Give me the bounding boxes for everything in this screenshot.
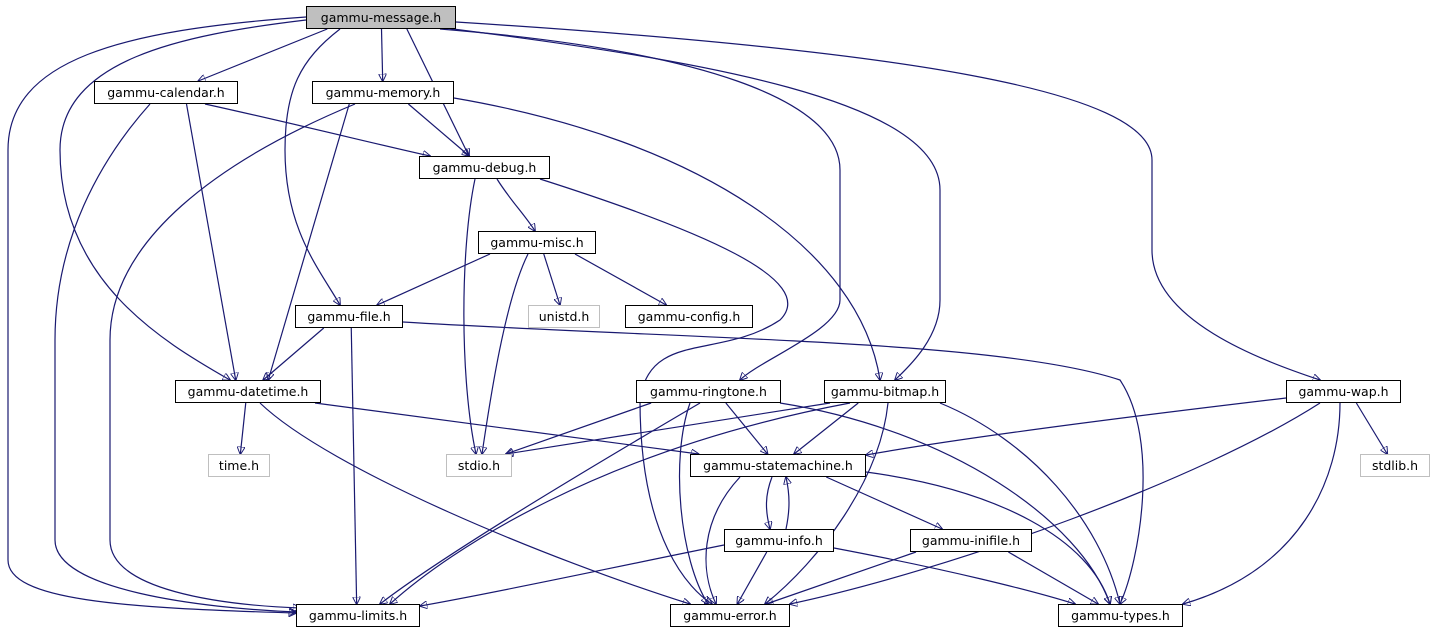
edge-memory-to-datetime (268, 103, 350, 380)
edge-misc-to-file (377, 253, 491, 305)
node-stdlib-h: stdlib.h (1360, 454, 1430, 477)
edge-bitmap-to-stdio (506, 402, 831, 454)
edge-bitmap-to-error (765, 402, 889, 604)
edge-calendar-to-limits (54, 103, 296, 612)
node-gammu-inifile-h[interactable]: gammu-inifile.h (910, 529, 1032, 552)
edge-wap-to-statemachine (866, 397, 1287, 455)
edge-message-to-wap (455, 21, 1320, 380)
edge-misc-to-config (574, 253, 666, 305)
edge-inifile-to-error (766, 551, 917, 604)
edge-statemachine-to-inifile (826, 476, 942, 529)
node-gammu-wap-h[interactable]: gammu-wap.h (1286, 380, 1401, 403)
edge-memory-to-debug (407, 103, 469, 156)
edge-info-to-error (737, 551, 768, 604)
node-unistd-h: unistd.h (528, 305, 600, 328)
edge-bitmap-to-types (939, 402, 1120, 604)
node-gammu-debug-h[interactable]: gammu-debug.h (419, 156, 550, 179)
edge-info-to-limits (420, 544, 725, 606)
edge-bitmap-to-statemachine (794, 402, 859, 454)
node-gammu-error-h[interactable]: gammu-error.h (670, 604, 790, 627)
edge-message-to-datetime (59, 19, 307, 380)
edge-datetime-to-statemachine (314, 402, 699, 454)
edge-wap-to-types (1183, 402, 1341, 604)
edge-ringtone-to-limits (380, 402, 701, 604)
edge-wap-to-error (790, 402, 1321, 604)
edge-file-to-datetime (263, 327, 325, 380)
node-gammu-memory-h[interactable]: gammu-memory.h (312, 81, 454, 104)
edge-message-to-ringtone (439, 28, 841, 380)
node-gammu-types-h[interactable]: gammu-types.h (1058, 604, 1183, 627)
edge-memory-to-bitmap (453, 97, 880, 380)
edge-message-to-memory (382, 28, 383, 81)
node-gammu-misc-h[interactable]: gammu-misc.h (478, 231, 596, 254)
edge-message-to-calendar (198, 28, 328, 81)
node-gammu-statemachine-h[interactable]: gammu-statemachine.h (690, 454, 866, 477)
node-gammu-bitmap-h[interactable]: gammu-bitmap.h (824, 380, 946, 403)
node-gammu-calendar-h[interactable]: gammu-calendar.h (94, 81, 238, 104)
node-gammu-datetime-h[interactable]: gammu-datetime.h (175, 380, 321, 403)
edge-message-to-limits (7, 16, 307, 613)
node-stdio-h: stdio.h (446, 454, 512, 477)
edge-memory-to-limits (109, 103, 356, 608)
edge-inifile-to-types (1008, 551, 1098, 604)
node-gammu-config-h[interactable]: gammu-config.h (625, 305, 753, 328)
edge-statemachine-to-error (705, 476, 741, 604)
edge-ringtone-to-error (678, 402, 708, 604)
edge-datetime-to-error (259, 402, 690, 604)
node-gammu-message-h[interactable]: gammu-message.h (306, 6, 456, 29)
edge-misc-to-unistd (543, 253, 560, 305)
edge-message-to-file (284, 28, 340, 305)
edge-calendar-to-datetime (185, 103, 236, 380)
edge-ringtone-to-statemachine (725, 402, 768, 454)
edge-datetime-to-time (240, 402, 247, 454)
node-gammu-file-h[interactable]: gammu-file.h (295, 305, 403, 328)
node-gammu-ringtone-h[interactable]: gammu-ringtone.h (636, 380, 781, 403)
edge-info-to-statemachine (786, 477, 789, 530)
edge-info-to-types (833, 547, 1075, 604)
edge-bitmap-to-limits (390, 402, 851, 604)
edge-wap-to-stdlib (1355, 402, 1387, 454)
edge-misc-to-stdio (482, 253, 529, 454)
edge-ringtone-to-stdio (506, 402, 652, 454)
edge-ringtone-to-types (779, 402, 1110, 604)
edge-file-to-types (402, 321, 1144, 604)
edge-debug-to-stdio (463, 178, 476, 454)
edge-debug-to-misc (496, 178, 535, 231)
edge-statemachine-to-info (766, 476, 772, 529)
node-gammu-info-h[interactable]: gammu-info.h (724, 529, 834, 552)
edge-calendar-to-debug (204, 103, 430, 156)
edge-statemachine-to-types (865, 471, 1110, 604)
node-time-h: time.h (208, 454, 270, 477)
edge-debug-to-error (539, 178, 789, 604)
node-gammu-limits-h[interactable]: gammu-limits.h (296, 604, 420, 627)
